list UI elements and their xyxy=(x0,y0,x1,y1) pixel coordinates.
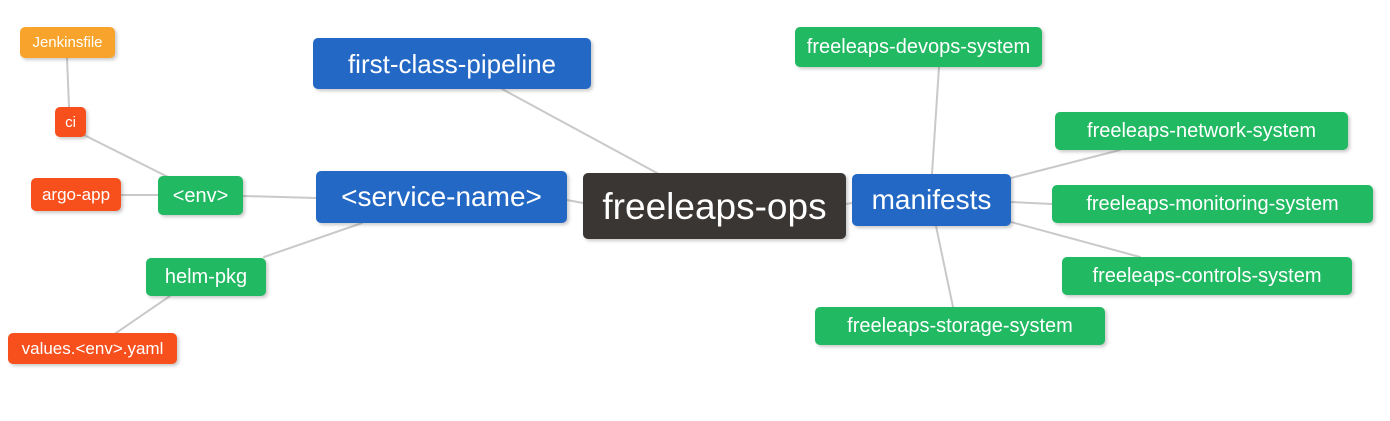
node-freeleaps-devops-system[interactable]: freeleaps-devops-system xyxy=(795,27,1042,67)
edge-manifests-to-freeleaps-controls-system xyxy=(1010,221,1141,258)
node-freeleaps-monitoring-system[interactable]: freeleaps-monitoring-system xyxy=(1052,185,1373,223)
node-manifests[interactable]: manifests xyxy=(852,174,1011,226)
node-jenkinsfile[interactable]: Jenkinsfile xyxy=(20,27,115,58)
node-env[interactable]: <env> xyxy=(158,176,243,215)
edge-service-name-to-freeleaps-ops xyxy=(566,199,584,204)
node-ci[interactable]: ci xyxy=(55,107,86,137)
node-argo-app[interactable]: argo-app xyxy=(31,178,121,211)
edge-values-env-yaml-to-helm-pkg xyxy=(115,295,171,334)
node-service-name[interactable]: <service-name> xyxy=(316,171,567,223)
node-freeleaps-network-system[interactable]: freeleaps-network-system xyxy=(1055,112,1348,150)
edge-ci-to-env xyxy=(83,134,169,178)
edge-manifests-to-freeleaps-monitoring-system xyxy=(1010,201,1053,205)
edge-first-class-pipeline-to-freeleaps-ops xyxy=(501,88,658,174)
node-values-env-yaml[interactable]: values.<env>.yaml xyxy=(8,333,177,364)
node-freeleaps-ops[interactable]: freeleaps-ops xyxy=(583,173,846,239)
node-first-class-pipeline[interactable]: first-class-pipeline xyxy=(313,38,591,89)
edge-manifests-to-freeleaps-storage-system xyxy=(935,225,954,308)
edge-manifests-to-freeleaps-network-system xyxy=(1010,149,1121,179)
node-freeleaps-controls-system[interactable]: freeleaps-controls-system xyxy=(1062,257,1352,295)
edge-manifests-to-freeleaps-devops-system xyxy=(931,66,940,175)
edge-env-to-service-name xyxy=(242,195,317,199)
edge-helm-pkg-to-service-name xyxy=(263,222,363,258)
node-freeleaps-storage-system[interactable]: freeleaps-storage-system xyxy=(815,307,1105,345)
edge-freeleaps-ops-to-manifests xyxy=(845,202,853,205)
node-helm-pkg[interactable]: helm-pkg xyxy=(146,258,266,296)
edge-jenkinsfile-to-ci xyxy=(66,57,70,108)
